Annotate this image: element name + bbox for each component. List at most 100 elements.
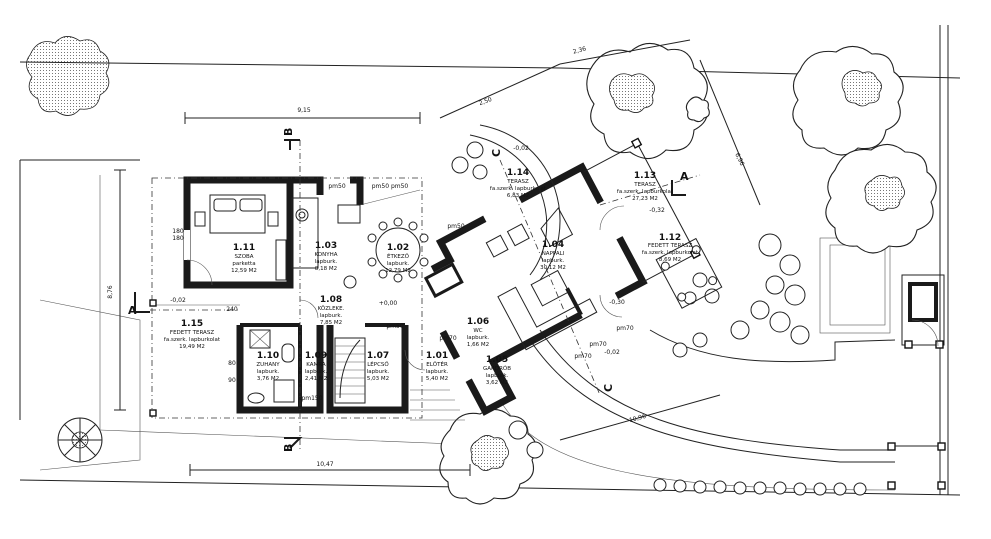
svg-text:3,76 M2: 3,76 M2 — [257, 376, 279, 382]
svg-text:lapburk.: lapburk. — [315, 259, 338, 265]
entry-steps — [410, 389, 465, 421]
svg-text:5,03 M2: 5,03 M2 — [367, 376, 389, 382]
svg-text:9,15: 9,15 — [297, 107, 311, 114]
svg-text:lapburk.: lapburk. — [257, 369, 280, 375]
svg-text:7,85 M2: 7,85 M2 — [320, 320, 342, 326]
room-1-01: 1.01 ELŐTÉR lapburk. 5,40 M2 — [426, 351, 449, 382]
svg-text:90: 90 — [228, 377, 236, 384]
svg-text:180: 180 — [172, 228, 184, 235]
room-1-03: 1.03 KONYHA lapburk. 8,18 M2 — [314, 241, 337, 272]
svg-text:GARDRÓB: GARDRÓB — [483, 365, 511, 372]
svg-text:pm50: pm50 — [328, 183, 345, 190]
svg-text:1.03: 1.03 — [315, 241, 337, 251]
room-1-09: 1.09 KAMRA lapburk. 2,41 M2 — [305, 351, 328, 382]
svg-text:1.05: 1.05 — [486, 355, 508, 365]
svg-text:10,96: 10,96 — [628, 413, 647, 424]
room-labels: 1.11 SZOBA parketta 12,59 M2 1.03 KONYHA… — [164, 168, 699, 386]
svg-text:pm50: pm50 — [386, 323, 403, 330]
svg-text:1.12: 1.12 — [659, 233, 681, 243]
svg-text:TERASZ: TERASZ — [506, 179, 529, 185]
svg-text:WC: WC — [473, 328, 482, 334]
svg-text:19,49 M2: 19,49 M2 — [179, 344, 205, 350]
svg-text:fa.szerk. lapburkolat: fa.szerk. lapburkolat — [642, 250, 699, 256]
svg-text:FEDETT TERASZ: FEDETT TERASZ — [648, 243, 692, 249]
gate-structure — [887, 274, 946, 490]
room-1-05: 1.05 GARDRÓB lapburk. 3,62 M2 — [483, 355, 511, 386]
svg-text:lapburk.: lapburk. — [305, 369, 328, 375]
shrubs — [451, 141, 867, 496]
svg-text:C: C — [602, 384, 615, 392]
svg-text:1.09: 1.09 — [305, 351, 327, 361]
svg-text:A: A — [680, 170, 689, 183]
svg-text:1.14: 1.14 — [507, 168, 529, 178]
room-1-08: 1.08 KÖZLEKE. lapburk. 7,85 M2 — [318, 295, 345, 326]
svg-text:lapburk.: lapburk. — [486, 373, 509, 379]
svg-text:LÉPCSŐ: LÉPCSŐ — [367, 360, 389, 368]
svg-text:-0,30: -0,30 — [609, 299, 625, 306]
furniture — [186, 194, 723, 421]
opening-labels: pm50 pm50 pm50 pm50 pm70 pm70 pm150 pm70… — [301, 183, 633, 402]
svg-text:1.06: 1.06 — [467, 317, 489, 327]
room-1-04: 1.04 NAPPALI lapburk. 30,12 M2 — [540, 240, 566, 271]
staircase — [334, 337, 366, 404]
svg-text:240: 240 — [226, 306, 238, 313]
svg-text:180: 180 — [172, 235, 184, 242]
room-1-12: 1.12 FEDETT TERASZ fa.szerk. lapburkolat… — [642, 233, 699, 263]
svg-text:lapburk.: lapburk. — [542, 258, 565, 264]
room-1-11: 1.11 SZOBA parketta 12,59 M2 — [231, 243, 257, 274]
svg-text:B: B — [282, 128, 295, 136]
svg-text:fa.szerk. lapburkolat: fa.szerk. lapburkolat — [490, 186, 547, 192]
svg-text:1.01: 1.01 — [426, 351, 448, 361]
svg-text:1,66 M2: 1,66 M2 — [467, 342, 489, 348]
svg-text:1.08: 1.08 — [320, 295, 342, 305]
misc-marks: 180 180 240 80 90 — [172, 228, 238, 384]
svg-text:8,18 M2: 8,18 M2 — [315, 266, 337, 272]
svg-text:fa.szerk. lapburkolat: fa.szerk. lapburkolat — [617, 189, 674, 195]
svg-text:-0,02: -0,02 — [170, 297, 186, 304]
room-1-10: 1.10 ZUHANY lapburk. 3,76 M2 — [256, 351, 280, 382]
svg-text:1.10: 1.10 — [257, 351, 279, 361]
svg-text:pm70: pm70 — [574, 353, 591, 360]
svg-text:12,79 M2: 12,79 M2 — [385, 268, 411, 274]
svg-text:TERASZ: TERASZ — [633, 182, 656, 188]
svg-text:+0,00: +0,00 — [379, 300, 398, 307]
svg-text:B: B — [282, 444, 295, 452]
svg-text:fa.szerk. lapburkolat: fa.szerk. lapburkolat — [164, 337, 221, 343]
svg-text:parketta: parketta — [232, 261, 255, 267]
svg-text:lapburk.: lapburk. — [320, 313, 343, 319]
svg-text:ZUHANY: ZUHANY — [256, 362, 280, 368]
svg-text:80: 80 — [228, 360, 236, 367]
room-1-02: 1.02 ÉTKEZŐ lapburk. 12,79 M2 — [385, 243, 411, 274]
room-1-15: 1.15 FEDETT TERASZ fa.szerk. lapburkolat… — [164, 319, 221, 350]
svg-text:ÉTKEZŐ: ÉTKEZŐ — [387, 252, 410, 260]
svg-text:2,36: 2,36 — [572, 45, 587, 55]
svg-text:lapburk.: lapburk. — [367, 369, 390, 375]
svg-text:6,83 M2: 6,83 M2 — [507, 193, 529, 199]
svg-text:-0,32: -0,32 — [649, 207, 665, 214]
svg-text:5,40 M2: 5,40 M2 — [426, 376, 448, 382]
svg-text:2,41 M2: 2,41 M2 — [305, 376, 327, 382]
palm-tree — [57, 417, 103, 463]
svg-text:KONYHA: KONYHA — [314, 252, 337, 258]
svg-text:lapburk.: lapburk. — [387, 261, 410, 267]
room-1-06: 1.06 WC lapburk. 1,66 M2 — [467, 317, 490, 348]
svg-text:1.04: 1.04 — [542, 240, 564, 250]
level-markers: -0,02 +0,00 -0,30 -0,02 -0,32 -0,02 — [170, 145, 665, 356]
svg-text:1.07: 1.07 — [367, 351, 389, 361]
svg-text:10,47: 10,47 — [316, 461, 333, 468]
svg-text:pm50: pm50 — [447, 223, 464, 230]
svg-text:KÖZLEKE.: KÖZLEKE. — [318, 305, 345, 312]
room-1-14: 1.14 TERASZ fa.szerk. lapburkolat 6,83 M… — [490, 168, 547, 199]
svg-text:2,50: 2,50 — [478, 96, 493, 107]
svg-text:27,23 M2: 27,23 M2 — [632, 196, 658, 202]
svg-text:SZOBA: SZOBA — [234, 254, 253, 260]
svg-text:pm70: pm70 — [439, 335, 456, 342]
svg-text:1.11: 1.11 — [233, 243, 255, 253]
room-1-13: 1.13 TERASZ fa.szerk. lapburkolat 27,23 … — [617, 171, 674, 202]
room-1-07: 1.07 LÉPCSŐ lapburk. 5,03 M2 — [367, 351, 390, 382]
section-marks: A A B B C C — [128, 128, 689, 452]
svg-text:FEDETT TERASZ: FEDETT TERASZ — [170, 330, 214, 336]
svg-text:3,62 M2: 3,62 M2 — [486, 380, 508, 386]
svg-text:-0,02: -0,02 — [604, 349, 620, 356]
